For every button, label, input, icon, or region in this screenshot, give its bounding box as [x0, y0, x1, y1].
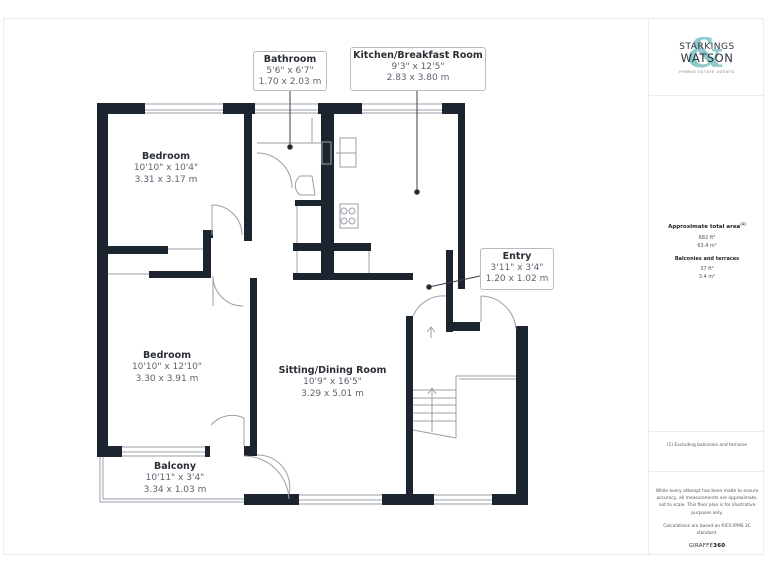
brand-tagline: HYBRID ESTATE AGENTS: [679, 70, 735, 74]
logo-section: & STARKINGS WATSON HYBRID ESTATE AGENTS: [649, 18, 765, 96]
brand-name-line2: WATSON: [680, 51, 734, 65]
floor-plan: [97, 90, 528, 505]
room-name: Balcony: [153, 461, 197, 472]
room-name: Kitchen/Breakfast Room: [353, 50, 483, 61]
room-bedroom-2: Bedroom 10'10" x 12'10" 3.30 x 3.91 m: [117, 350, 217, 385]
total-area-ft: 682 ft²: [698, 234, 716, 241]
room-size-metric: 2.83 x 3.80 m: [386, 73, 450, 83]
wall: [250, 278, 257, 453]
info-sidebar: & STARKINGS WATSON HYBRID ESTATE AGENTS …: [648, 18, 765, 555]
room-size-imperial: 9'3" x 12'5": [391, 62, 445, 72]
balconies-m: 3.4 m²: [698, 273, 716, 280]
total-area-title: Approximate total area(1): [668, 222, 746, 230]
wall: [458, 103, 465, 289]
room-size-imperial: 10'11" x 3'4": [145, 473, 205, 483]
footnote-text: (1) Excluding balconies and terraces: [666, 443, 748, 448]
room-size-imperial: 10'10" x 12'10": [131, 362, 203, 372]
ampersand-icon: &: [687, 30, 724, 77]
room-name: Entry: [502, 251, 532, 262]
wall: [203, 230, 213, 238]
wall: [295, 200, 323, 206]
room-size-imperial: 5'6" x 6'7": [266, 66, 314, 76]
room-size-metric: 3.34 x 1.03 m: [143, 484, 207, 495]
wall: [492, 494, 528, 505]
total-area-m: 63.4 m²: [697, 242, 717, 249]
callout-entry: Entry 3'11" x 3'4" 1.20 x 1.02 m: [480, 248, 554, 290]
room-size-metric: 3.31 x 3.17 m: [134, 174, 198, 185]
wall: [244, 103, 252, 241]
wall: [244, 446, 257, 456]
giraffe360-logo: GIRAFFE360: [688, 543, 726, 550]
room-size-metric: 3.30 x 3.91 m: [135, 373, 199, 384]
wall: [446, 322, 480, 331]
wall: [97, 103, 145, 114]
room-name: Bedroom: [141, 151, 191, 162]
wall: [108, 246, 168, 254]
balconies-title: Balconies and terraces: [674, 255, 740, 262]
room-size-imperial: 3'11" x 3'4": [490, 263, 544, 273]
wall: [293, 273, 413, 280]
room-name: Sitting/Dining Room: [278, 365, 387, 376]
wall: [223, 103, 255, 114]
room-size-metric: 3.29 x 5.01 m: [301, 388, 364, 399]
wall: [293, 243, 371, 251]
wall: [149, 271, 211, 278]
wall: [244, 494, 299, 505]
wall: [442, 103, 465, 114]
room-size-metric: 1.70 x 2.03 m: [258, 77, 322, 87]
page-frame: [3, 18, 764, 555]
wall: [516, 326, 528, 504]
room-name: Bedroom: [142, 350, 192, 361]
area-section: Approximate total area(1) 682 ft² 63.4 m…: [649, 96, 765, 432]
room-size-imperial: 10'9" x 16'5": [303, 377, 362, 387]
wall: [446, 250, 453, 332]
wall: [203, 230, 211, 278]
brand-logo: & STARKINGS WATSON HYBRID ESTATE AGENTS: [649, 30, 765, 90]
wall: [321, 113, 334, 280]
room-balcony: Balcony 10'11" x 3'4" 3.34 x 1.03 m: [125, 461, 225, 496]
wall: [406, 316, 413, 496]
room-name: Bathroom: [263, 54, 317, 65]
disclaimer-text: While every attempt has been made to ens…: [655, 489, 759, 516]
wall: [205, 446, 210, 457]
room-bedroom-1: Bedroom 10'10" x 10'4" 3.31 x 3.17 m: [116, 151, 216, 186]
wall: [318, 103, 362, 114]
brand-name-line1: STARKINGS: [679, 42, 735, 52]
callout-kitchen: Kitchen/Breakfast Room 9'3" x 12'5" 2.83…: [350, 47, 486, 91]
room-size-metric: 1.20 x 1.02 m: [485, 274, 549, 284]
footnote-section: (1) Excluding balconies and terraces: [649, 432, 765, 472]
wall: [97, 103, 108, 456]
room-sitting-dining: Sitting/Dining Room 10'9" x 16'5" 3.29 x…: [270, 365, 395, 400]
wall: [97, 446, 122, 457]
room-size-imperial: 10'10" x 10'4": [133, 163, 199, 173]
wall: [382, 494, 434, 505]
callout-bathroom: Bathroom 5'6" x 6'7" 1.70 x 2.03 m: [253, 51, 327, 91]
balconies-ft: 37 ft²: [700, 265, 714, 272]
calculation-note: Calculations are based on RICS IPMS 3C s…: [663, 523, 751, 537]
disclaimer-section: While every attempt has been made to ens…: [649, 472, 765, 554]
